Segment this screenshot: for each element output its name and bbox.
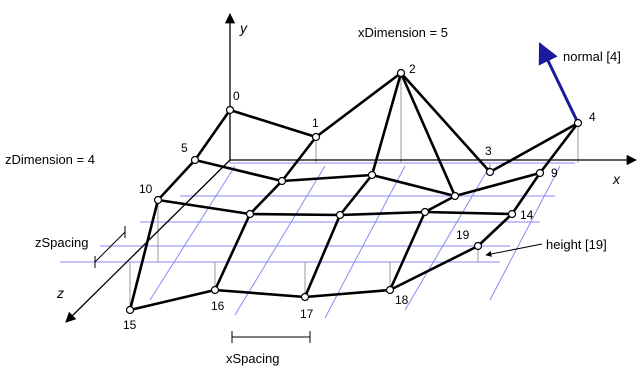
ground-grid bbox=[60, 162, 575, 319]
z-axis-label: z bbox=[56, 285, 64, 301]
x-axis-label: x bbox=[612, 171, 621, 187]
vertex-label-3: 3 bbox=[485, 144, 492, 158]
normal-label: normal [4] bbox=[563, 49, 621, 64]
vertex-labels: 0 1 2 3 4 5 9 10 14 15 16 17 18 19 bbox=[123, 62, 596, 332]
x-dimension-label: xDimension = 5 bbox=[358, 25, 448, 40]
vertex-label-19: 19 bbox=[456, 228, 470, 242]
mesh-vertices bbox=[125, 68, 583, 315]
vertex-label-10: 10 bbox=[139, 182, 153, 196]
height-pointer-arrow bbox=[485, 243, 543, 257]
vertex-label-2: 2 bbox=[409, 62, 416, 76]
z-spacing-label: zSpacing bbox=[35, 235, 88, 250]
x-spacing-dimension bbox=[231, 331, 311, 343]
vertex-label-0: 0 bbox=[233, 89, 240, 103]
vertex-label-18: 18 bbox=[395, 293, 409, 307]
z-dimension-label: zDimension = 4 bbox=[5, 152, 95, 167]
vertex-label-15: 15 bbox=[123, 318, 137, 332]
height-label: height [19] bbox=[546, 237, 607, 252]
vertex-label-1: 1 bbox=[312, 116, 319, 130]
vertex-label-14: 14 bbox=[520, 208, 534, 222]
vertex-label-16: 16 bbox=[211, 299, 225, 313]
vertex-label-9: 9 bbox=[551, 166, 558, 180]
y-axis-label: y bbox=[239, 20, 248, 36]
normal-vector-arrow bbox=[538, 42, 580, 124]
z-spacing-dimension bbox=[94, 226, 126, 268]
vertex-label-4: 4 bbox=[589, 110, 596, 124]
vertex-label-5: 5 bbox=[181, 141, 188, 155]
x-spacing-label: xSpacing bbox=[226, 351, 279, 366]
vertex-label-17: 17 bbox=[300, 307, 314, 321]
